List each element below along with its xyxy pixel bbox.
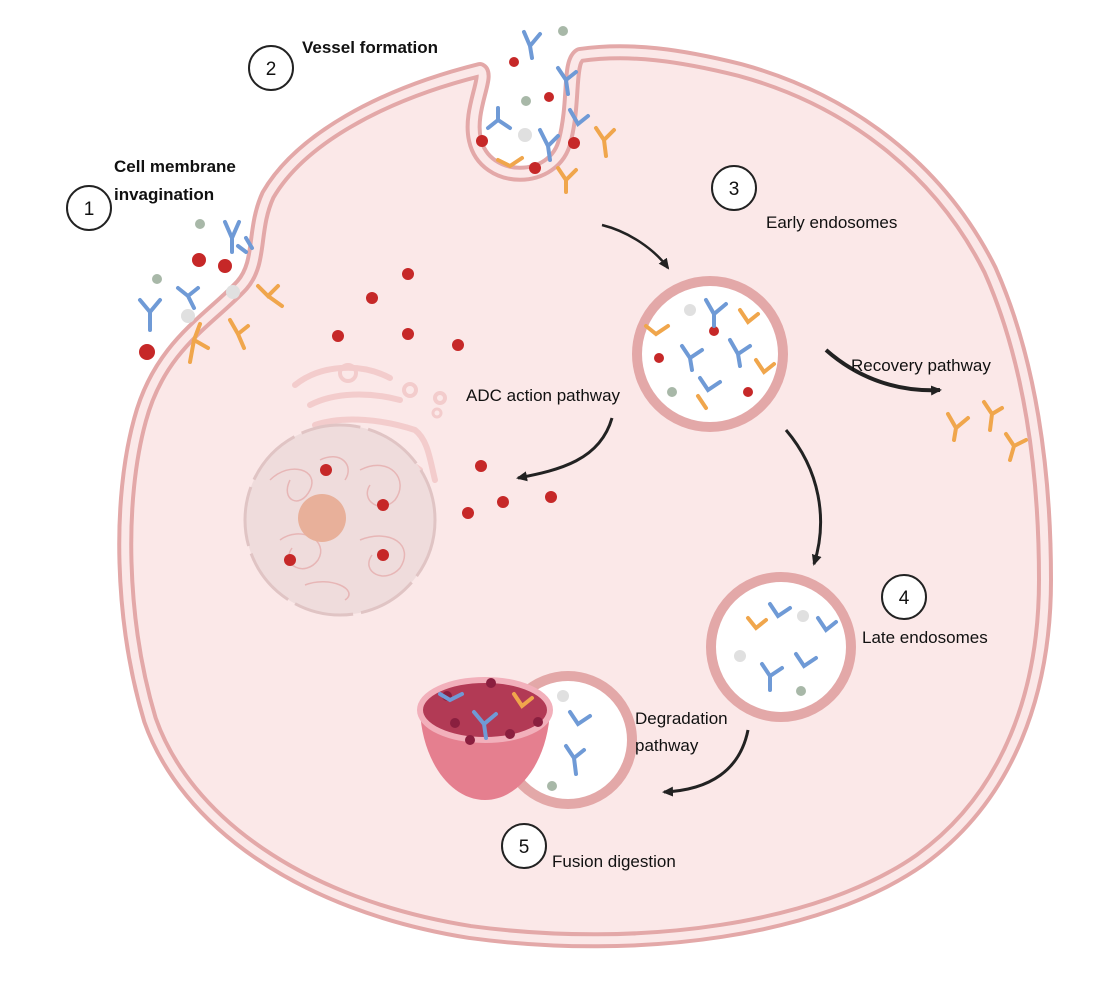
label-vessel-formation: Vessel formation — [302, 38, 438, 57]
arrow-to-early-endosome — [601, 223, 670, 270]
label-degradation-line2: pathway — [635, 736, 699, 755]
svg-text:3: 3 — [729, 179, 740, 200]
arrow-to-late-endosome — [784, 429, 823, 566]
late-endosome — [706, 572, 856, 722]
nucleus — [243, 423, 437, 617]
label-cell-membrane-line1: Cell membrane — [114, 157, 236, 176]
label-recovery-pathway: Recovery pathway — [851, 356, 991, 375]
label-degradation-line1: Degradation — [635, 709, 728, 728]
step-1-marker: 1 — [66, 185, 112, 231]
nucleolus — [298, 494, 346, 542]
vessel-formation-cluster — [476, 26, 616, 194]
label-fusion-digestion: Fusion digestion — [552, 852, 676, 871]
step-4-marker: 4 — [881, 574, 927, 620]
label-late-endosomes: Late endosomes — [862, 628, 988, 647]
pathway-arrows — [516, 223, 942, 797]
arrow-recovery-pathway — [824, 348, 942, 396]
free-payload-dots — [332, 268, 557, 519]
early-endosome — [632, 276, 788, 432]
svg-text:4: 4 — [899, 588, 910, 609]
lysosome-fusion — [417, 671, 637, 809]
label-adc-action-pathway: ADC action pathway — [466, 386, 621, 405]
svg-text:2: 2 — [266, 59, 277, 80]
arrow-adc-action-pathway — [516, 417, 614, 482]
label-early-endosomes: Early endosomes — [766, 213, 897, 232]
svg-text:1: 1 — [84, 199, 95, 220]
invagination-antibody-cluster — [138, 219, 284, 364]
step-5-marker: 5 — [501, 823, 547, 869]
svg-text:5: 5 — [519, 837, 530, 858]
step-3-marker: 3 — [711, 165, 757, 211]
label-cell-membrane-line2: invagination — [114, 185, 214, 204]
arrow-degradation-pathway — [662, 729, 750, 797]
recovered-antibodies — [946, 400, 1028, 462]
step-2-marker: 2 — [248, 45, 294, 91]
